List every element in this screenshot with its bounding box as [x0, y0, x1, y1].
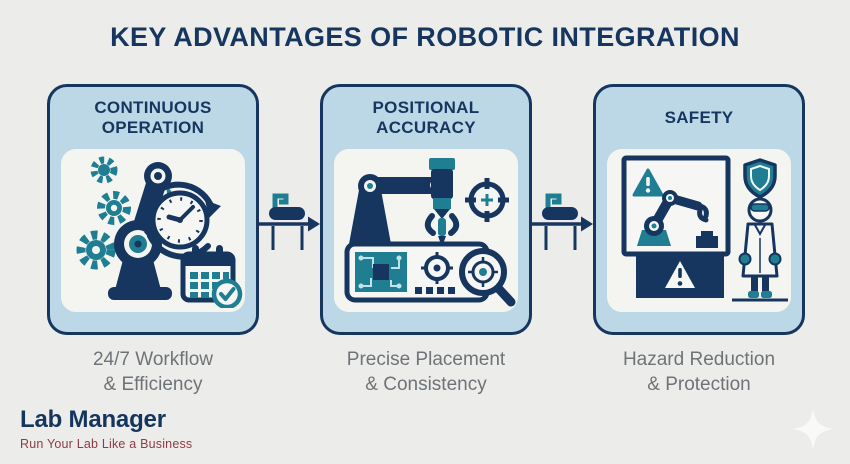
panel-safety: SAFETY [593, 84, 805, 335]
caption-safety: Hazard Reduction & Protection [622, 349, 776, 396]
panel-heading: POSITIONAL ACCURACY [372, 97, 480, 137]
robot-gripper-crosshair-circuit-magnifier-icon [335, 149, 517, 312]
sparkle-icon [792, 408, 834, 450]
logo-tagline: Run Your Lab Like a Business [20, 437, 193, 451]
robot-arm-gears-clock-calendar-icon [62, 149, 244, 312]
enclosed-robot-warning-shield-scientist-icon [608, 149, 790, 312]
cards-row: CONTINUOUS OPERATION [47, 84, 805, 335]
lab-manager-logo: Lab Manager Run Your Lab Like a Business [20, 406, 192, 451]
icon-box [61, 149, 245, 312]
panel-positional-accuracy: POSITIONAL ACCURACY [320, 84, 532, 335]
icon-box [334, 149, 518, 312]
caption-continuous-operation: 24/7 Workflow & Efficiency [92, 349, 214, 396]
panel-heading: SAFETY [664, 107, 734, 127]
logo-text: Lab Manager [20, 406, 166, 433]
caption-positional-accuracy: Precise Placement & Consistency [346, 349, 506, 396]
panel-continuous-operation: CONTINUOUS OPERATION [47, 84, 259, 335]
caption-spacer [259, 347, 320, 397]
icon-box [607, 149, 791, 312]
panel-heading: CONTINUOUS OPERATION [94, 97, 212, 137]
captions-row: 24/7 Workflow & Efficiency Precise Place… [47, 347, 805, 397]
page-title: KEY ADVANTAGES OF ROBOTIC INTEGRATION [110, 22, 740, 52]
connector-1 [259, 84, 320, 335]
caption-spacer [532, 347, 593, 397]
connector-2 [532, 84, 593, 335]
